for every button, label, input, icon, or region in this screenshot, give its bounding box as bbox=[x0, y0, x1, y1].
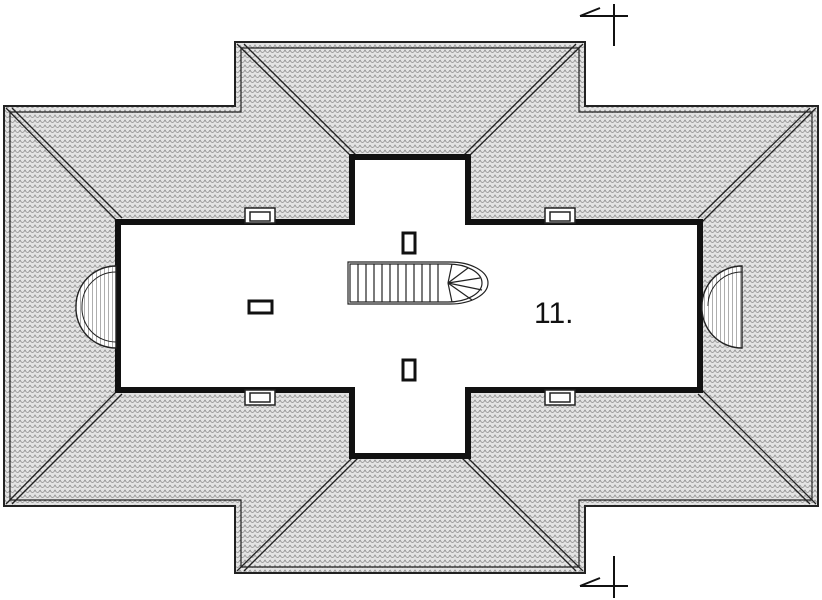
chimneys bbox=[247, 231, 417, 382]
round-dormer-left bbox=[75, 265, 117, 349]
roof-ridges bbox=[5, 43, 817, 572]
staircase bbox=[347, 261, 489, 305]
chimney-left bbox=[247, 299, 274, 315]
window-bottom-left bbox=[244, 389, 276, 406]
round-dormer-right bbox=[701, 265, 743, 349]
chimney-top bbox=[401, 231, 417, 255]
section-marker-top bbox=[579, 4, 628, 46]
section-marker-bottom bbox=[579, 556, 628, 598]
window-top-left bbox=[244, 207, 276, 224]
chimney-bottom bbox=[401, 358, 417, 382]
room-label: 11. bbox=[534, 297, 573, 330]
window-bottom-right bbox=[544, 389, 576, 406]
windows bbox=[244, 207, 576, 406]
window-top-right bbox=[544, 207, 576, 224]
attic-room bbox=[115, 154, 703, 459]
